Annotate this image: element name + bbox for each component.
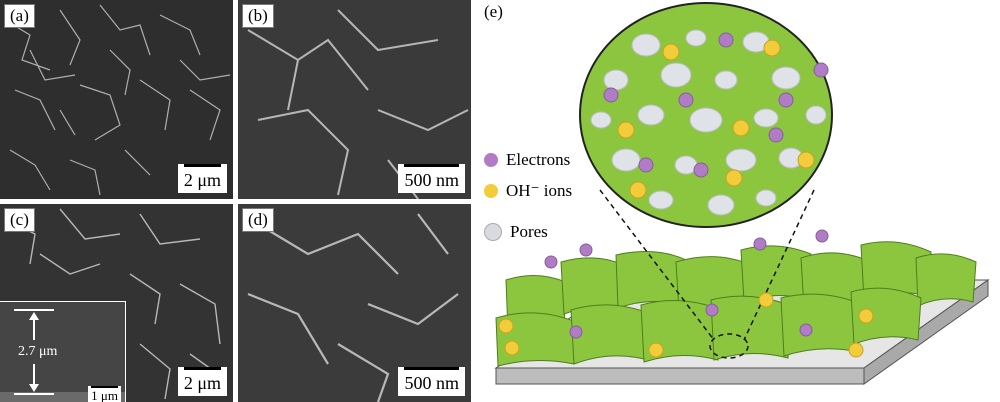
panel-a-scale-bar: 2 μm xyxy=(177,164,227,193)
cross-section-inset: 2.7 μm 1 μm xyxy=(0,301,126,402)
legend-pores-label: Pores xyxy=(510,222,548,241)
inset-scale-bar: 1 μm xyxy=(88,386,121,402)
panel-b-scale-bar: 500 nm xyxy=(398,164,465,193)
hydroxide-legend-icon xyxy=(484,184,498,198)
pores xyxy=(590,29,827,216)
electrons xyxy=(544,32,829,339)
zoom-indicator xyxy=(599,189,815,359)
panel-a-scale-text: 2 μm xyxy=(183,170,221,190)
panel-c-scale-bar: 2 μm xyxy=(177,367,227,396)
sem-panel-a: (a) 2 μm xyxy=(0,0,233,199)
inset-image xyxy=(0,302,125,402)
panel-d-scale-bar: 500 nm xyxy=(398,367,465,396)
panel-d-label: (d) xyxy=(242,208,274,232)
electron-legend-icon xyxy=(484,153,498,167)
schematic-drawing xyxy=(494,2,990,385)
legend-hydroxide: OH⁻ ions xyxy=(484,181,572,201)
sem-panel-b: (b) 500 nm xyxy=(238,0,471,199)
panel-c-scale-text: 2 μm xyxy=(183,373,221,393)
legend-pores: Pores xyxy=(484,222,548,242)
panel-c-label: (c) xyxy=(4,208,35,232)
panel-b-scale-text: 500 nm xyxy=(404,170,459,190)
panel-a-label: (a) xyxy=(4,4,35,28)
legend-electrons-label: Electrons xyxy=(506,150,571,169)
legend-electrons: Electrons xyxy=(484,150,570,170)
sem-panel-c: (c) 2.7 μm 1 μm 2 μm xyxy=(0,204,233,402)
pore-legend-icon xyxy=(484,223,502,241)
panel-b-label: (b) xyxy=(242,4,274,28)
sem-panel-d: (d) 500 nm xyxy=(238,204,471,402)
sem-image-a xyxy=(0,0,233,199)
inset-thickness-label: 2.7 μm xyxy=(18,344,58,359)
schematic-label: (e) xyxy=(484,2,503,21)
panel-d-scale-text: 500 nm xyxy=(404,373,459,393)
legend-hydroxide-label: OH⁻ ions xyxy=(506,181,573,200)
hydroxide-ions xyxy=(498,39,874,358)
inset-scale-text: 1 μm xyxy=(91,388,118,402)
